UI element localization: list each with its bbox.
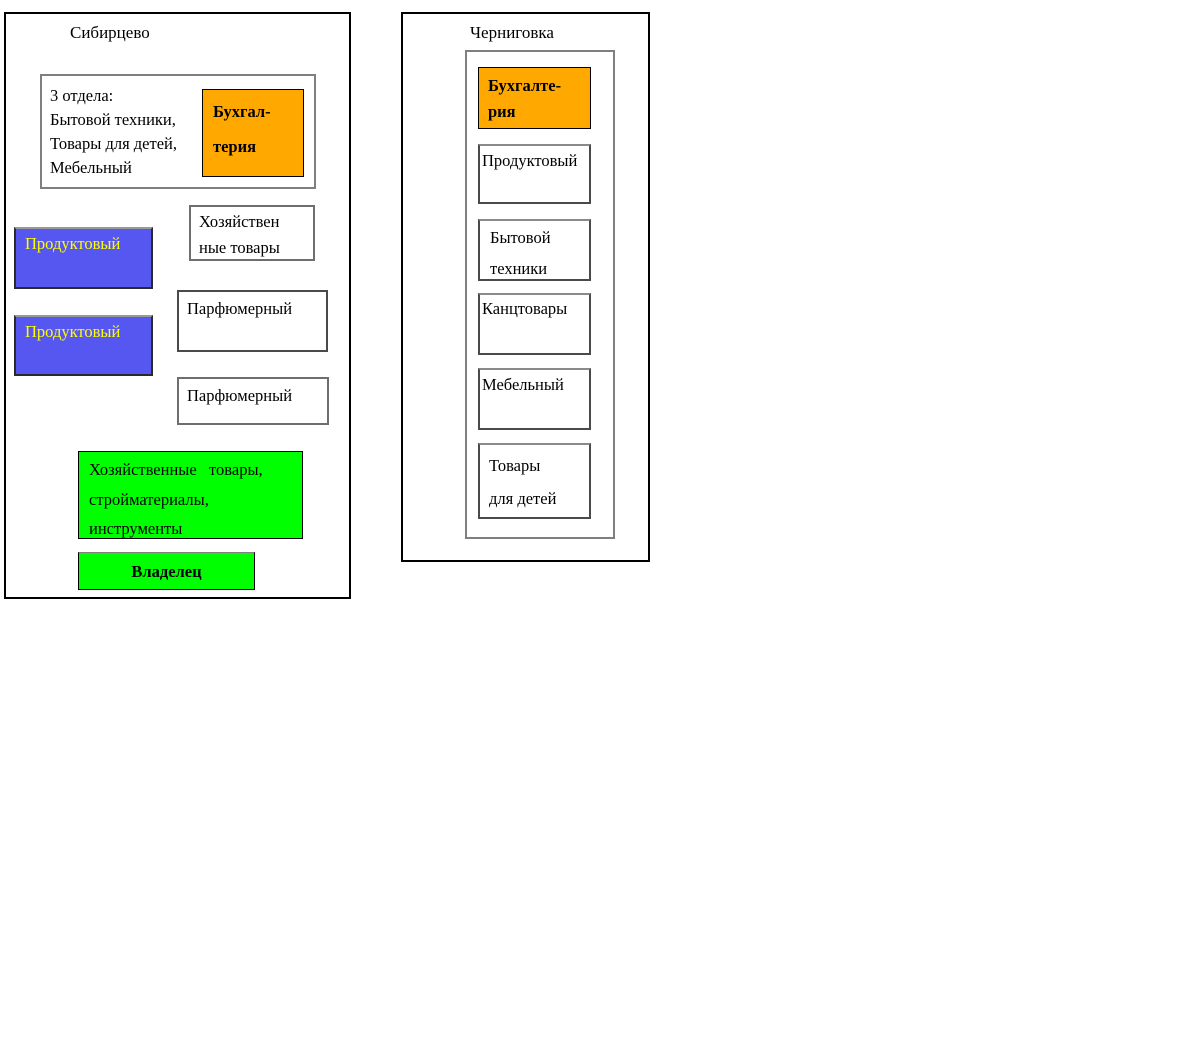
sibirtsevo-container: Сибирцево 3 отдела: Бытовой техники, Тов… — [4, 12, 351, 599]
sibirtsevo-household-goods-box: Хозяйствен ные товары — [189, 205, 315, 261]
sibirtsevo-grocery-box-1: Продуктовый — [14, 227, 153, 289]
chernigovka-stationery-box: Канцтовары — [478, 293, 591, 355]
chernigovka-kids-goods-box: Товары для детей — [478, 443, 591, 519]
chernigovka-container: Черниговка Бухгалте- рия Продуктовый Быт… — [401, 12, 650, 562]
chernigovka-departments-column: Бухгалте- рия Продуктовый Бытовой техник… — [465, 50, 615, 539]
sibirtsevo-grocery-box-2: Продуктовый — [14, 315, 153, 376]
sibirtsevo-title: Сибирцево — [70, 23, 150, 42]
chernigovka-title: Черниговка — [470, 23, 554, 42]
chernigovka-accounting-box: Бухгалте- рия — [478, 67, 591, 129]
sibirtsevo-perfume-box-2: Парфюмерный — [177, 377, 329, 425]
chernigovka-appliances-box: Бытовой техники — [478, 219, 591, 281]
chernigovka-grocery-box: Продуктовый — [478, 144, 591, 204]
sibirtsevo-accounting-box: Бухгал- терия — [202, 89, 304, 177]
sibirtsevo-owner-box: Владелец — [78, 552, 255, 590]
chernigovka-furniture-box: Мебельный — [478, 368, 591, 430]
sibirtsevo-hardware-box: Хозяйственные товары, стройматериалы, ин… — [78, 451, 303, 539]
sibirtsevo-perfume-box-1: Парфюмерный — [177, 290, 328, 352]
